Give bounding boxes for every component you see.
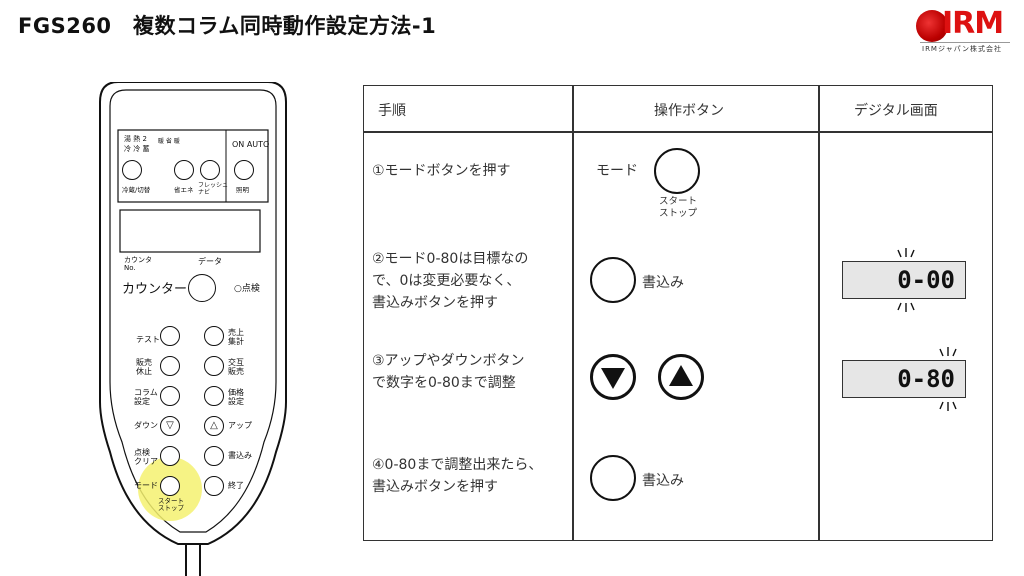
remote-top-label: 暖 省 暖 <box>158 138 180 145</box>
mode-button-icon <box>654 148 700 194</box>
remote-clear-button <box>160 446 180 466</box>
remote-mode-button <box>160 476 180 496</box>
lcd-display-initial: 0-00 <box>842 261 966 299</box>
header-operation-button: 操作ボタン <box>654 103 724 119</box>
remote-write-button <box>204 446 224 466</box>
company-logo: IRM IRMジャパン株式会社 <box>912 6 1012 54</box>
remote-eco-label: 省エネ <box>174 186 194 194</box>
remote-price-button <box>204 386 224 406</box>
logo-text: IRM <box>942 6 1004 41</box>
write-button-label: 書込み <box>642 473 684 489</box>
header-digital-screen: デジタル画面 <box>854 103 938 119</box>
blink-indicator-icon <box>897 302 915 312</box>
start-stop-label: スタート ストップ <box>658 196 697 219</box>
remote-eco-button <box>174 160 194 180</box>
step-1-text: ①モードボタンを押す <box>372 163 511 179</box>
table-divider <box>818 86 820 540</box>
remote-light-button <box>234 160 254 180</box>
remote-end-label: 終了 <box>228 481 244 490</box>
remote-alternate-button <box>204 356 224 376</box>
remote-test-label: テスト <box>136 335 160 344</box>
table-header-divider <box>364 131 992 133</box>
table-divider <box>572 86 574 540</box>
remote-stop-sale-label: 販売休止 <box>136 358 152 376</box>
remote-sales-label: 売上集計 <box>228 328 244 346</box>
remote-data-label: データ <box>198 257 222 266</box>
remote-check-label: ○点検 <box>234 284 260 294</box>
logo-mark-icon <box>916 10 948 42</box>
remote-up-label: アップ <box>228 421 252 430</box>
up-button-icon <box>658 354 704 400</box>
remote-on-auto-label: ON AUTO <box>232 140 270 149</box>
remote-cool-switch-button <box>122 160 142 180</box>
remote-fresh-button <box>200 160 220 180</box>
mode-button-label: モード <box>596 163 638 179</box>
write-button-icon <box>590 455 636 501</box>
header-steps: 手順 <box>378 103 406 119</box>
lcd-display-target: 0-80 <box>842 360 966 398</box>
remote-up-button: △ <box>204 416 224 436</box>
step-3-text: ③アップやダウンボタン で数字を0-80まで調整 <box>372 353 525 391</box>
remote-stop-sale-button <box>160 356 180 376</box>
remote-controller-illustration: 湯 熱 2 冷 冷 蓄 ON AUTO 暖 省 暖 冷蔵/切替 省エネ フレッシ… <box>98 82 288 576</box>
write-button-label: 書込み <box>642 275 684 291</box>
write-button-icon <box>590 257 636 303</box>
down-button-icon <box>590 354 636 400</box>
procedure-table: 手順 操作ボタン デジタル画面 ①モードボタンを押す モード スタート ストップ… <box>363 85 993 541</box>
remote-write-label: 書込み <box>228 451 252 460</box>
remote-alternate-label: 交互販売 <box>228 358 244 376</box>
remote-mode-label: モード <box>134 481 158 490</box>
remote-counter-button <box>188 274 216 302</box>
remote-down-label: ダウン <box>134 421 158 430</box>
remote-clear-label: 点検クリア <box>134 448 158 466</box>
remote-column-button <box>160 386 180 406</box>
remote-end-button <box>204 476 224 496</box>
step-2-text: ②モード0-80は目標なので、0は変更必要なく、書込みボタンを押す <box>372 251 529 311</box>
remote-light-label: 照明 <box>236 186 249 194</box>
blink-indicator-icon <box>897 248 915 258</box>
remote-body-icon <box>99 82 287 576</box>
blink-indicator-icon <box>939 401 957 411</box>
step-4-text: ④0-80まで調整出来たら、 書込みボタンを押す <box>372 457 543 495</box>
remote-column-label: コラム設定 <box>134 388 158 406</box>
remote-test-button <box>160 326 180 346</box>
remote-counter-label: カウンター <box>122 282 188 297</box>
remote-start-stop-label: スタートストップ <box>158 497 184 512</box>
remote-price-label: 価格設定 <box>228 388 244 406</box>
remote-sales-button <box>204 326 224 346</box>
remote-top-label: 冷 冷 蓄 <box>124 145 150 153</box>
remote-top-label: 湯 熱 2 <box>124 135 147 143</box>
logo-divider <box>920 42 1010 43</box>
remote-fresh-label: フレッシュナビ <box>198 182 229 196</box>
blink-indicator-icon <box>939 347 957 357</box>
logo-subtitle: IRMジャパン株式会社 <box>922 45 1002 53</box>
remote-down-button: ▽ <box>160 416 180 436</box>
page-title: FGS260 複数コラム同時動作設定方法-1 <box>18 14 437 38</box>
remote-cool-switch-label: 冷蔵/切替 <box>122 186 151 194</box>
